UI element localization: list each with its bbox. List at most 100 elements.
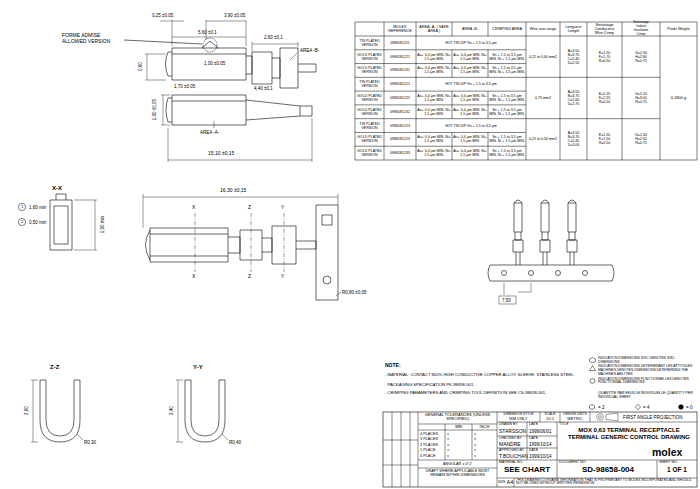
table-cell: 0,75 mm2 <box>526 77 560 118</box>
dimension-label: 1,00 ±0,05 <box>204 61 225 66</box>
table-cell: 0,22 to 0,60 mm2 <box>526 36 560 77</box>
title-block-text: DATE <box>529 437 538 441</box>
dimension-lines <box>31 380 83 442</box>
dimension-label: 0,25 ±0,05 <box>152 13 173 18</box>
section-x-x <box>50 194 72 250</box>
cut-mark: X <box>192 274 195 280</box>
table-cell: A=3,50 B=3,70 C=5,60 D=2,70 <box>560 77 587 118</box>
table-cell: Au+ 0,4 µm MIN. Ni+ 1,5 µm MIN. <box>416 146 452 160</box>
table-cell: 0986581212 <box>384 77 416 91</box>
projection-symbol <box>606 413 618 421</box>
dimension-label: 4,40 ±0,1 <box>254 86 273 91</box>
carrier-strip <box>488 265 614 281</box>
strip-hole <box>556 271 561 276</box>
quantity-label: = 0 <box>686 405 692 410</box>
callout-circle <box>18 218 25 225</box>
title-block-text: ± <box>447 437 449 441</box>
table-cell: Au+ 0,4 µm MIN. Ni+ 1,5 µm MIN. <box>452 50 488 64</box>
table-cell: A=3,50 B=3,70 C=5,40 D=2,50 <box>560 36 587 77</box>
table-cell: Sn + 1,5 to 3,5 µm MIN. Ni + 1,5 µm MIN. <box>488 91 526 105</box>
dimension-lines <box>176 380 228 442</box>
terminal-side-view <box>146 205 339 300</box>
table-cell: 0986581223 <box>384 132 416 146</box>
title-block-text: DRAFT WHERE APPLICABLE MUST REMAIN WITHI… <box>418 469 497 478</box>
title-block-text: STARSSON <box>499 429 526 435</box>
dimension-label: 3,90 ±0,05 <box>224 13 245 18</box>
title-block-text: ± <box>447 443 449 447</box>
table-header: Sertissage Conducteur Wire Crimp <box>587 22 622 36</box>
cut-mark: Z <box>248 274 251 280</box>
table-header: Poids Weight <box>660 22 697 36</box>
title-block-text: ± <box>474 448 476 452</box>
legend-item: INDICATION DIMENSIONS S/SC DENOTES S/SC … <box>589 357 695 365</box>
quantity-symbol <box>590 405 595 410</box>
quantity-label: = 4 <box>643 405 649 410</box>
title-block-text: APPROVED BY <box>499 449 524 453</box>
section-title: Y-Y <box>193 364 203 371</box>
terminal-lower-view <box>166 95 312 125</box>
section-z-z <box>40 380 80 442</box>
table-header: CRIMPING AREA <box>488 22 526 36</box>
table-header: MOLEX REFERENCE <box>384 22 416 36</box>
legend-text: INDICATION DIMENSIONS DETERMINANT LES AP… <box>598 365 695 376</box>
table-cell: Au+ 0,4 µm MIN. Ni+ 1,5 µm MIN. <box>416 132 452 146</box>
dimension-label: 2,60 ±0,1 <box>264 35 283 40</box>
section-title: X-X <box>52 185 62 192</box>
carrier-hole <box>323 276 331 284</box>
table-cell: TIN PLATED VERSION <box>355 119 384 133</box>
table-cell: Au+ 0,4 µm MIN. Ni+ 1,5 µm MIN. <box>416 91 452 105</box>
table-grid <box>355 22 697 160</box>
legend-item: INDICATION DIMENSIONS DETERMINANT LES AP… <box>589 365 695 376</box>
title-block-text: SD-98658-004 <box>559 466 657 475</box>
dimension-label: 1,90 ±0,05 <box>152 99 157 120</box>
section-y-y <box>185 380 225 442</box>
table-cell: TIN PLATED VERSION <box>355 77 384 91</box>
projection-symbol <box>597 414 604 421</box>
carrier-hole <box>322 215 332 225</box>
table-cell: 0986581232 <box>384 105 416 119</box>
title-block-text: 10:1 <box>540 417 560 421</box>
note-text: NOTE: <box>385 363 401 369</box>
table-cell: Sn + 1,5 to 3,5 µm MIN. Ni + 1,5 µm MIN. <box>488 64 526 78</box>
title-block-text: INCH <box>472 425 497 429</box>
dimension-label: 0,50 min <box>29 220 46 225</box>
title-block-text: ± <box>447 448 449 452</box>
title-block-text: GENERAL TOLERANCES (UNLESS SPECIFIED) <box>418 413 497 422</box>
dimension-label: 0,60 <box>137 63 142 72</box>
title-block-text: 1998/06/01 <box>529 429 552 434</box>
title-block-text: DIMENSION STYLE <box>497 413 540 417</box>
table-cell: 0986581221 <box>384 50 416 64</box>
table-cell: Sn + 1,5 to 3,5 µm MIN. Ni + 1,5 µm MIN. <box>488 146 526 160</box>
legend-symbol <box>589 357 596 363</box>
table-cell: 0,1800 g <box>660 36 697 160</box>
table-cell: E=1,50 F=1,50 R=0,50 <box>587 119 622 160</box>
dimension-lines <box>74 200 97 250</box>
table-cell: GOLD PLATED VERSION <box>355 132 384 146</box>
quantity-label: QUANTITE PAR FEUILLE INDIVIDUELLE QUANTI… <box>598 391 695 399</box>
dimension-label: R0,80 ±0,05 <box>342 290 367 295</box>
title-block-text: CHECKED BY <box>499 437 522 441</box>
title-block-text: DRAWN BY <box>499 423 518 427</box>
legend-text: INDICATION DIMENSIONS S/SC DENOTES S/SC … <box>598 357 695 365</box>
title-block-text: DATE <box>529 449 538 453</box>
dimension-label: 2,40 <box>168 407 173 416</box>
title-block-text: 4 PLACES <box>420 432 438 436</box>
dimension-label: 1,60 min <box>29 205 46 210</box>
table-cell: GOLD PLATED VERSION <box>355 105 384 119</box>
leader-line <box>124 40 202 44</box>
table-cell: Au+ 0,4 µm MIN. Ni+ 1,5 µm MIN. <box>452 105 488 119</box>
table-cell: 0986581211 <box>384 36 416 50</box>
table-frame <box>355 22 697 160</box>
table-header: AREA -B- <box>452 22 488 36</box>
title-block-text: SIZE <box>498 481 505 485</box>
table-cell: Au+ 0,4 µm MIN. Ni+ 1,5 µm MIN. <box>452 132 488 146</box>
table-header: Wire size range <box>526 22 560 36</box>
title-block-text: ± <box>474 443 476 447</box>
title-block-text: SCALE <box>540 413 560 417</box>
table-cell: Sn + 1,5 to 3,5 µm MIN. Ni + 1,5 µm MIN. <box>488 105 526 119</box>
quantity-symbol <box>636 404 641 409</box>
spring-tab <box>202 41 218 48</box>
title-block-text: ± <box>474 454 476 458</box>
